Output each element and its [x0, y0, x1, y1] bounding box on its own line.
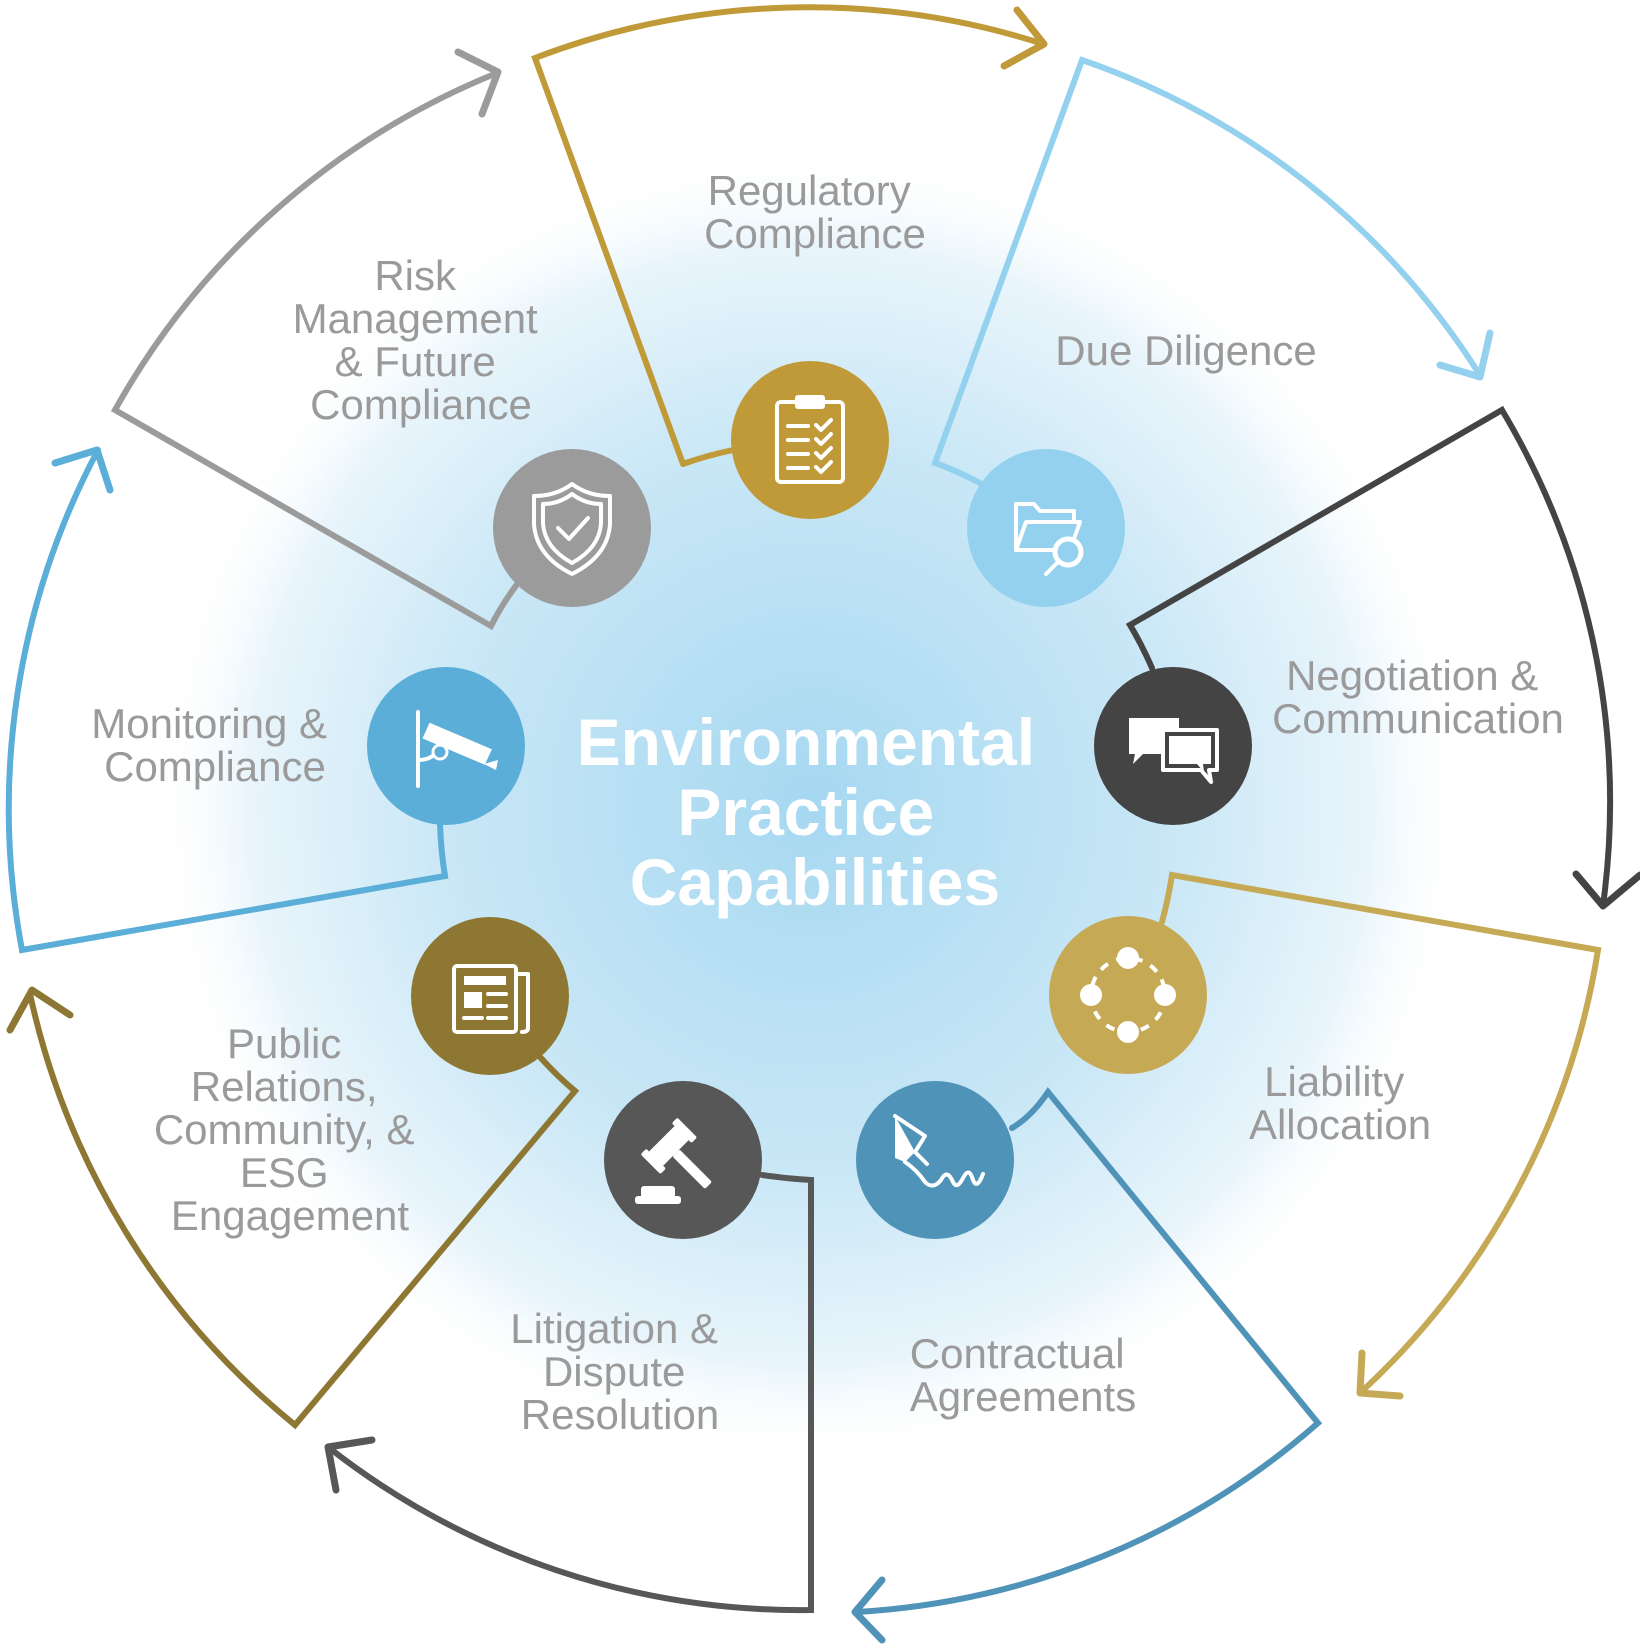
node-liability-circle — [1049, 916, 1207, 1074]
segment-negotiation-arrow — [1572, 870, 1640, 910]
node-due-diligence-circle — [967, 449, 1125, 607]
segment-labels: Regulatory Compliance Due Diligence Nego… — [91, 167, 1564, 1438]
segment-risk-outline — [110, 48, 521, 631]
label-contractual: Contractual Agreements — [910, 1330, 1136, 1420]
segment-negotiation-outline — [1125, 405, 1640, 910]
segment-liability-path — [1159, 871, 1602, 1396]
label-liability: Liability Allocation — [1249, 1058, 1431, 1148]
segment-regulatory-outline — [531, 4, 1048, 467]
segment-risk-path — [110, 70, 521, 631]
segment-contractual-path — [854, 1086, 1323, 1615]
pen-signature-icon — [893, 1114, 985, 1188]
folder-search-icon — [1014, 502, 1084, 576]
security-camera-icon — [416, 710, 498, 788]
label-litigation: Litigation & Dispute Resolution — [510, 1305, 729, 1438]
chat-bubbles-icon — [1129, 718, 1219, 784]
node-risk-circle — [493, 449, 651, 607]
segment-due-diligence-arrow — [1436, 329, 1494, 381]
segment-public-relations-path — [27, 991, 580, 1430]
distribution-circle-icon — [1080, 947, 1176, 1043]
segment-monitoring-outline — [5, 446, 449, 954]
segment-litigation-outline — [324, 1172, 814, 1614]
label-public-relations: Public Relations, Community, & ESG Engag… — [154, 1020, 426, 1239]
label-negotiation: Negotiation & Communication — [1272, 652, 1564, 742]
segment-regulatory-path — [531, 4, 1043, 467]
label-due-diligence: Due Diligence — [1055, 327, 1316, 374]
segment-risk-arrow — [454, 48, 502, 118]
label-monitoring: Monitoring & Compliance — [91, 700, 338, 790]
center-title: Environmental Practice Capabilities — [577, 705, 1054, 919]
node-negotiation — [1094, 667, 1252, 825]
segment-monitoring-path — [5, 447, 449, 954]
segment-liability-arrow — [1356, 1349, 1404, 1400]
node-contractual-circle — [856, 1081, 1014, 1239]
center-glow — [150, 145, 1470, 1465]
shield-check-icon — [532, 482, 612, 576]
node-risk — [493, 449, 651, 607]
node-regulatory — [731, 361, 889, 519]
segment-litigation-arrow — [324, 1436, 376, 1494]
segment-litigation-path — [325, 1172, 814, 1614]
segment-due-diligence-path — [931, 56, 1481, 486]
node-liability — [1049, 916, 1207, 1074]
segment-due-diligence-outline — [931, 56, 1494, 486]
label-risk: Risk Management & Future Compliance — [293, 252, 550, 428]
segment-contractual-outline — [851, 1086, 1323, 1644]
segment-monitoring-arrow — [51, 446, 114, 494]
node-litigation — [604, 1081, 762, 1239]
gavel-icon — [635, 1118, 712, 1204]
node-contractual — [856, 1081, 1014, 1239]
clipboard-checklist-icon — [775, 395, 845, 484]
segment-public-relations-arrow — [6, 986, 74, 1034]
segment-liability-outline — [1159, 871, 1602, 1400]
label-regulatory: Regulatory Compliance — [704, 167, 926, 257]
node-due-diligence — [967, 449, 1125, 607]
segment-public-relations-outline — [6, 986, 580, 1430]
node-public-relations — [411, 917, 569, 1075]
segment-contractual-arrow — [851, 1576, 886, 1644]
newspaper-icon — [452, 964, 530, 1034]
segment-regulatory-arrow — [1000, 6, 1048, 70]
segment-negotiation-path — [1125, 405, 1614, 901]
node-monitoring — [367, 667, 525, 825]
